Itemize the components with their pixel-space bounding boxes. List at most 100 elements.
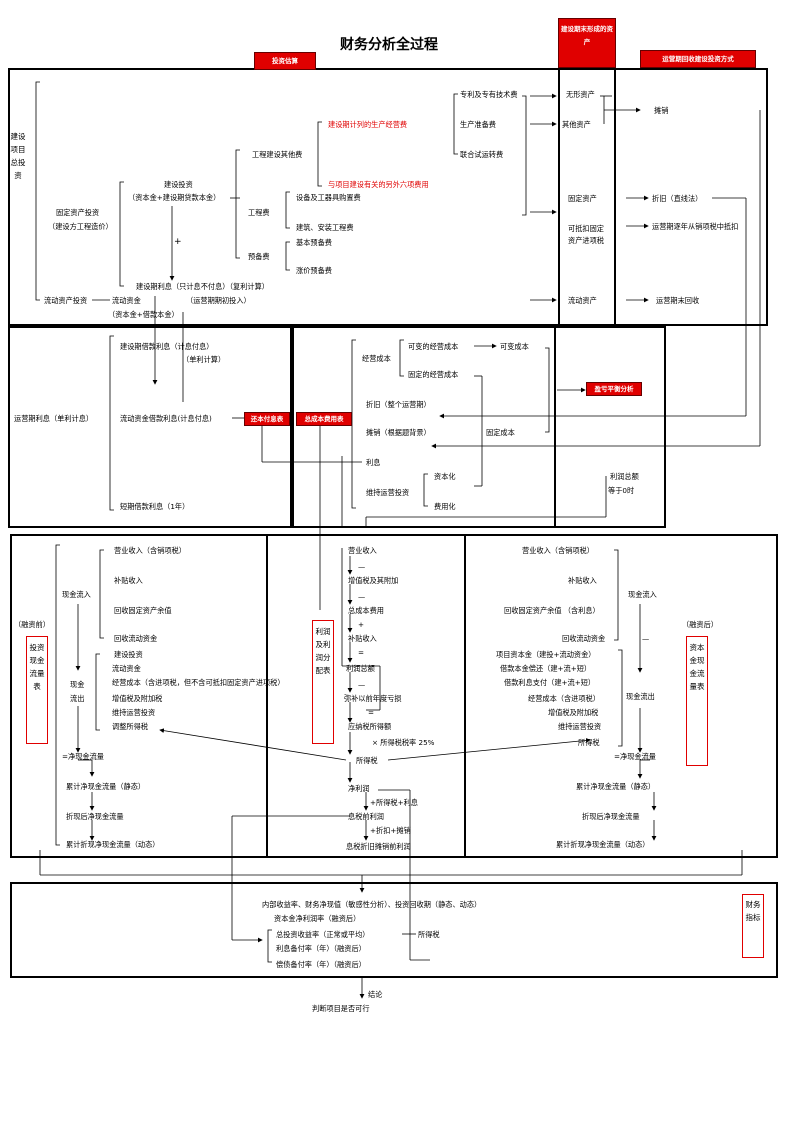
install-fee-label: 建筑、安装工程费 [296, 223, 354, 232]
simple-calc-label: （单利计算） [182, 355, 226, 364]
construction-interest-label: 建设期利息（只计息不付息）（复利计算） [136, 282, 269, 291]
eng-fee-label: 工程费 [248, 208, 270, 217]
current-fund-sub: （资本金+借款本金） [108, 310, 179, 319]
cons-loan-interest-label: 建设期借款利息（计息付息） [120, 342, 214, 351]
mid-rate-label: × 所得税税率 25% [372, 738, 435, 747]
invest-cf-table-label: 投资现金流量表 [26, 636, 48, 744]
r-revenue-label: 营业收入（含销项税） [522, 546, 594, 555]
r-cum-dynamic-label: 累计折现净现金流量（动态） [556, 840, 650, 849]
r-cash-out-label: 现金流出 [626, 692, 655, 701]
fixed-op-label: 固定的经营成本 [408, 370, 459, 379]
r-cash-in-label: 现金流入 [628, 590, 657, 599]
section-indicators-frame [10, 882, 778, 978]
section-breakeven-frame [554, 326, 666, 528]
deductible-label: 可抵扣固定 [568, 224, 604, 233]
prep-fee-label: 生产准备费 [460, 120, 496, 129]
residual-label: 回收固定资产余值 [114, 606, 172, 615]
cum-dynamic-label: 累计折现净现金流量（动态） [66, 840, 160, 849]
r-op-cost-label: 经营成本（含进项税） [528, 694, 600, 703]
construction-invest-label: 建设投资 [164, 180, 193, 189]
six-fee-label: 与项目建设有关的另外六项费用 [328, 180, 429, 189]
op-cost-label: 经营成本 [362, 354, 391, 363]
reserve-fee-label: 预备费 [248, 252, 270, 261]
current-fund-label: 流动资金 [112, 296, 141, 305]
pre-finance-label: （融资前） [14, 620, 50, 629]
section-cost-frame [292, 326, 556, 528]
r-principal-label: 借款本金偿还（建+流+短） [500, 664, 592, 673]
mid-vat-label: 增值税及其附加 [348, 576, 399, 585]
profit-zero-label-2: 等于0时 [608, 486, 635, 495]
deduct-tax-label: 运营期逐年从销项税中抵扣 [652, 222, 739, 231]
mid-total-cost-label: 总成本费用 [348, 606, 384, 615]
r-vat-label: 增值税及附加税 [548, 708, 599, 717]
r-disc-label: 折现后净现金流量 [582, 812, 640, 821]
total-investment-label: 建设项目总投资 [10, 132, 26, 180]
equals-sign-2: = [368, 708, 375, 717]
cum-static-label: 累计净现金流量（静态） [66, 782, 146, 791]
amortize-label: 摊销 [654, 106, 669, 115]
cash-in-label: 现金流入 [62, 590, 91, 599]
roe-label: 资本金净利润率（融资后） [274, 914, 361, 923]
fixed-invest-sub: （建设方工程造价） [48, 222, 113, 231]
equipment-fee-label: 设备及工器具购置费 [296, 193, 361, 202]
short-loan-interest-label: 短期借款利息（1年） [120, 502, 190, 511]
total-cost-table-label: 总成本费用表 [296, 412, 352, 426]
r-tax-label: 所得税 [578, 738, 600, 747]
other-fee-label: 工程建设其他费 [252, 150, 303, 159]
amortization-label: 摊销（根据题背景） [366, 428, 431, 437]
intangible-asset-label: 无形资产 [566, 90, 595, 99]
revenue-label: 营业收入（含销项税） [114, 546, 186, 555]
r-minus-sign: — [642, 634, 650, 643]
subsidy-label: 补贴收入 [114, 576, 143, 585]
r-residual-label: 回收固定资产余值 （含利息） [504, 606, 600, 615]
page-title: 财务分析全过程 [340, 37, 438, 53]
current-invest-label: 流动资产投资 [44, 296, 88, 305]
recovery-column-frame [614, 68, 768, 326]
capital-cf-table-label: 资本金现金流量表 [686, 636, 708, 766]
recover-label: 运营期末回收 [656, 296, 700, 305]
c-adj-tax-label: 调整所得税 [112, 722, 148, 731]
breakeven-label: 盈亏平衡分析 [586, 382, 642, 396]
section-capital-cf-frame [464, 534, 778, 858]
irr-npv-label: 内部收益率、财务净现值（敏感性分析）、投资回收期（静态、动态） [262, 900, 482, 909]
interest-table-label: 还本付息表 [244, 412, 290, 426]
profit-zero-label: 利润总额 [610, 472, 639, 481]
depreciation-label: 折旧（整个运营期） [366, 400, 431, 409]
basic-reserve-label: 基本预备费 [296, 238, 332, 247]
mid-revenue-label: 营业收入 [348, 546, 377, 555]
mid-tax-label: 所得税 [356, 756, 378, 765]
mid-subsidy-label: 补贴收入 [348, 634, 377, 643]
plus-sign-1: + [358, 620, 365, 629]
fixed-invest-label: 固定资产投资 [56, 208, 100, 217]
dscr-label: 偿债备付率（年）（融资后） [276, 960, 366, 969]
variable-op-label: 可变的经营成本 [408, 342, 459, 351]
trial-fee-label: 联合试运转费 [460, 150, 504, 159]
fixed-cost-label: 固定成本 [486, 428, 515, 437]
recover-fund-label: 回收流动资金 [114, 634, 158, 643]
profit-table-label: 利润及利润分配表 [312, 620, 334, 744]
r-cum-static-label: 累计净现金流量（静态） [576, 782, 656, 791]
mid-plus-dep-label: +折扣+摊销 [370, 826, 411, 835]
roi-label: 总投资收益率（正常或平均） [276, 930, 370, 939]
current-fund-time: （运营期期初投入） [186, 296, 251, 305]
mid-taxable-label: 应纳税所得额 [348, 722, 392, 731]
capitalize-label: 资本化 [434, 472, 456, 481]
depreciate-label: 折旧（直线法） [652, 194, 703, 203]
fixed-asset-label: 固定资产 [568, 194, 597, 203]
c-invest-label: 建设投资 [114, 650, 143, 659]
current-loan-interest-label: 流动资金借款利息(计息付息) [120, 414, 212, 423]
judge-label: 判断项目是否可行 [312, 1004, 370, 1013]
disc-cf-label: 折现后净现金流量 [66, 812, 124, 821]
minus-sign-3: — [358, 680, 366, 689]
r-recover-label: 回收流动资金 [562, 634, 606, 643]
deductible-label-2: 资产进项税 [568, 236, 604, 245]
op-interest-label: 运营期利息（单利计息） [14, 414, 94, 423]
c-maint-label: 维持运营投资 [112, 708, 156, 717]
equals-sign-1: = [358, 648, 365, 657]
r-net-cf-label: =净现金流量 [614, 752, 656, 761]
variable-cost-label: 可变成本 [500, 342, 529, 351]
icr-label: 利息备付率（年）（融资后） [276, 944, 366, 953]
maint-invest-label: 维持运营投资 [366, 488, 410, 497]
minus-sign-2: — [358, 592, 366, 601]
